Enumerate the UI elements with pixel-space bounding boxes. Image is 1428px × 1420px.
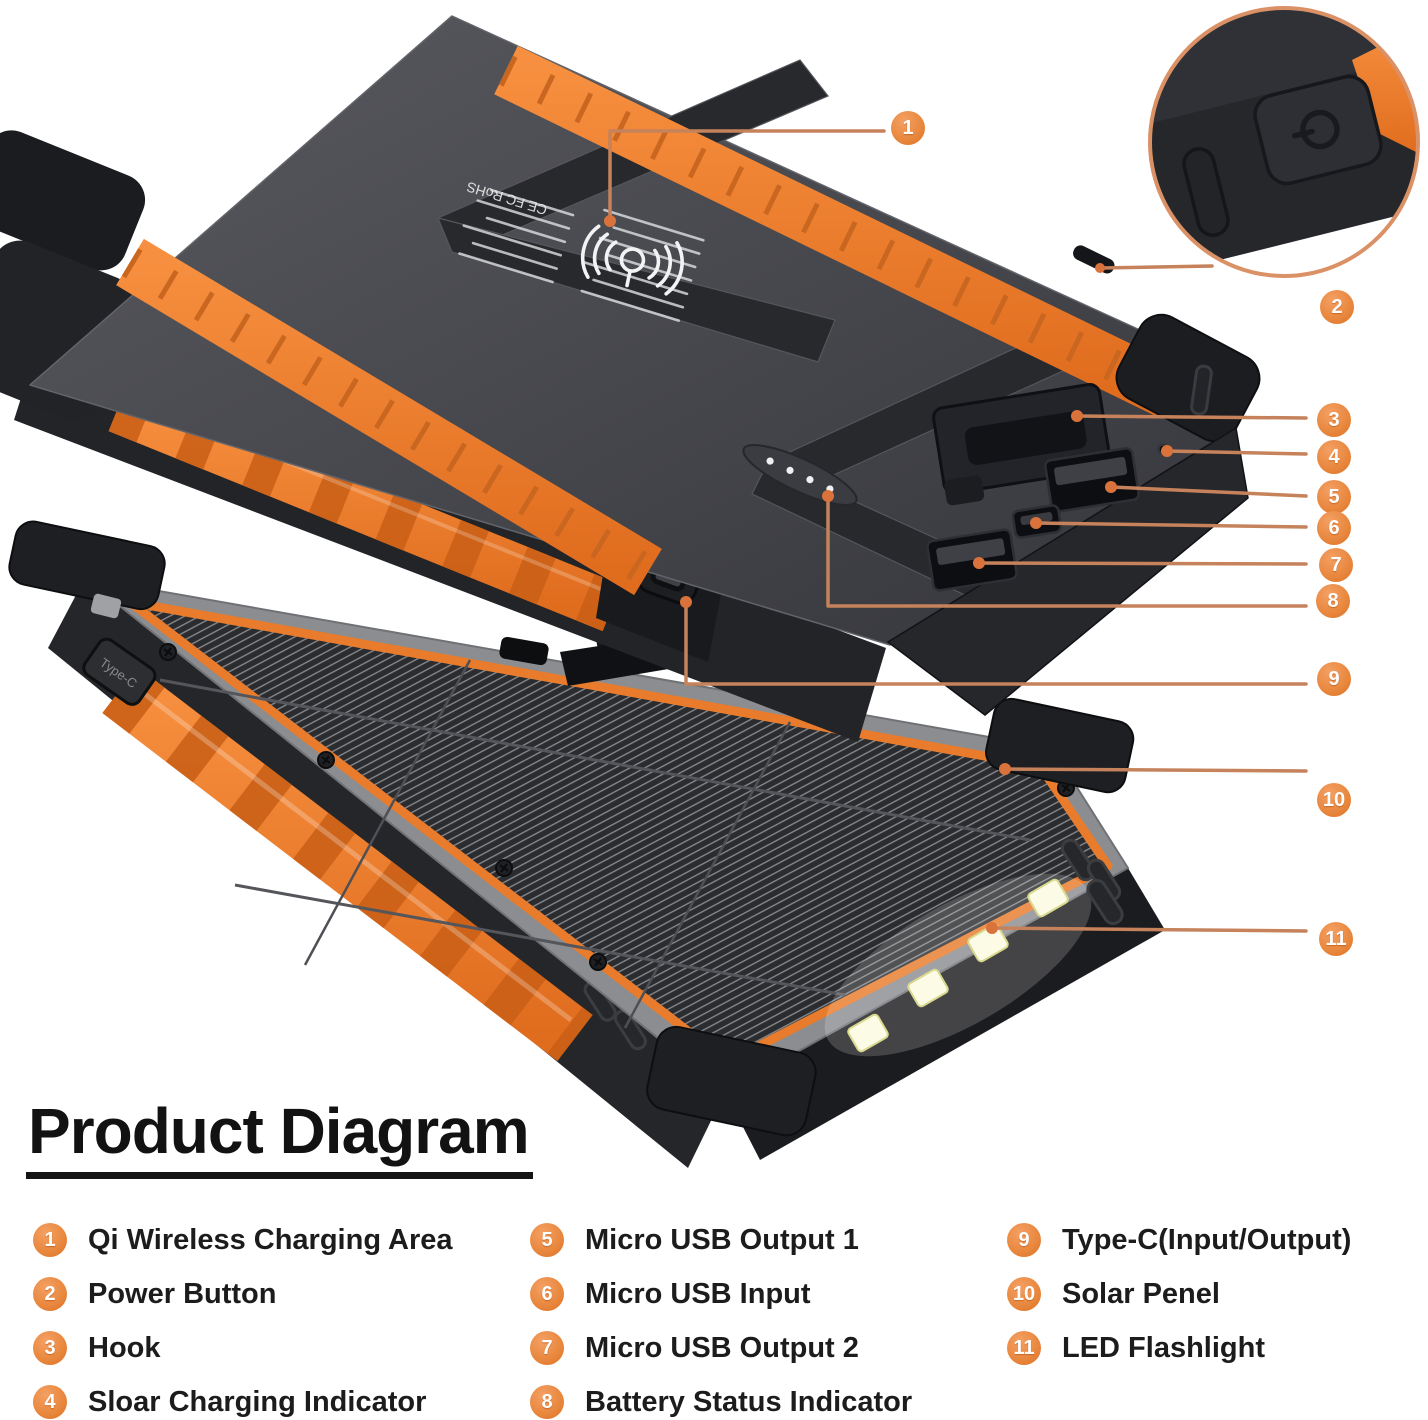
spec-print (458, 188, 705, 322)
legend-column-1: 1 Qi Wireless Charging Area 2 Power Butt… (33, 1213, 453, 1420)
legend-label: Micro USB Output 1 (585, 1223, 859, 1256)
legend-item-led-flashlight: 11 LED Flashlight (1007, 1321, 1351, 1375)
legend-label: Solar Penel (1062, 1277, 1220, 1310)
legend-badge: 11 (1007, 1331, 1041, 1365)
callout-badge-3: 3 (1317, 403, 1351, 437)
legend-label: Micro USB Input (585, 1277, 811, 1310)
legend-item-battery-status-indicator: 8 Battery Status Indicator (530, 1375, 912, 1420)
led-flashlight-face (725, 868, 1165, 1160)
legend-column-2: 5 Micro USB Output 1 6 Micro USB Input 7… (530, 1213, 912, 1420)
legend-item-micro-usb-output-1: 5 Micro USB Output 1 (530, 1213, 912, 1267)
legend-item-hook: 3 Hook (33, 1321, 453, 1375)
legend-item-qi-wireless-charging-area: 1 Qi Wireless Charging Area (33, 1213, 453, 1267)
callout-badge-5: 5 (1317, 480, 1351, 514)
battery-status-indicator (742, 444, 858, 506)
top-power-bank: CE FC RoHS (0, 15, 1261, 742)
inset-ring (1148, 6, 1420, 278)
power-button-inset (1148, 6, 1420, 278)
usb-output-2 (926, 528, 1018, 592)
legend-badge: 3 (33, 1331, 67, 1365)
type-c-flap: Type-C (82, 593, 157, 706)
legend-item-type-c: 9 Type-C(Input/Output) (1007, 1213, 1351, 1267)
legend-badge: 10 (1007, 1277, 1041, 1311)
legend-item-micro-usb-output-2: 7 Micro USB Output 2 (530, 1321, 912, 1375)
legend-label: Battery Status Indicator (585, 1385, 913, 1418)
legend-badge: 7 (530, 1331, 564, 1365)
callout-badge-2: 2 (1320, 290, 1354, 324)
callout-badge-10: 10 (1317, 783, 1351, 817)
callout-badge-7: 7 (1319, 548, 1353, 582)
power-button (1073, 245, 1115, 274)
face-strip-far (494, 45, 1180, 417)
face-strip-near (116, 238, 662, 596)
callout-badge-11: 11 (1319, 922, 1353, 956)
callout-badge-9: 9 (1317, 662, 1351, 696)
callout-badge-1: 1 (891, 111, 925, 145)
legend-label: Qi Wireless Charging Area (88, 1223, 453, 1256)
callout-dots (604, 215, 1173, 934)
power-icon (1291, 109, 1340, 150)
legend-item-micro-usb-input: 6 Micro USB Input (530, 1267, 912, 1321)
legend-item-solar-charging-indicator: 4 Sloar Charging Indicator (33, 1375, 453, 1420)
legend-badge: 6 (530, 1277, 564, 1311)
legend-label: Type-C(Input/Output) (1062, 1223, 1352, 1256)
legend-badge: 4 (33, 1385, 67, 1419)
legend-label: Sloar Charging Indicator (88, 1385, 427, 1418)
page-title: Product Diagram (26, 1094, 533, 1179)
legend-badge: 5 (530, 1223, 564, 1257)
inset-power-button (1253, 74, 1383, 186)
callout-badge-6: 6 (1317, 511, 1351, 545)
bottom-bank-side-stripe (102, 666, 593, 1062)
legend-badge: 1 (33, 1223, 67, 1257)
legend-column-3: 9 Type-C(Input/Output) 10 Solar Penel 11… (1007, 1213, 1351, 1375)
top-bank-far-corner (1115, 313, 1261, 443)
led-flashlight (824, 873, 1124, 1057)
legend-label: Micro USB Output 2 (585, 1331, 859, 1364)
legend-badge: 8 (530, 1385, 564, 1419)
solar-panel-dividers (159, 659, 1031, 1029)
inset-slot (1182, 147, 1230, 237)
usb-output-1 (1044, 447, 1140, 513)
qi-wireless-logo-icon (580, 224, 684, 296)
callout-badge-4: 4 (1317, 440, 1351, 474)
legend-label: Hook (88, 1331, 161, 1364)
legend-label: LED Flashlight (1062, 1331, 1265, 1364)
callout-badge-8: 8 (1316, 584, 1350, 618)
callout-lines (608, 129, 1308, 933)
legend-item-power-button: 2 Power Button (33, 1267, 453, 1321)
solar-panel (125, 597, 1113, 1067)
bottom-bank-corner-bumpers (8, 520, 1135, 1137)
legend-item-solar-panel: 10 Solar Penel (1007, 1267, 1351, 1321)
legend-label: Power Button (88, 1277, 277, 1310)
legend-badge: 2 (33, 1277, 67, 1311)
bottom-power-bank: Type-C (8, 520, 1165, 1168)
legend-badge: 9 (1007, 1223, 1041, 1257)
